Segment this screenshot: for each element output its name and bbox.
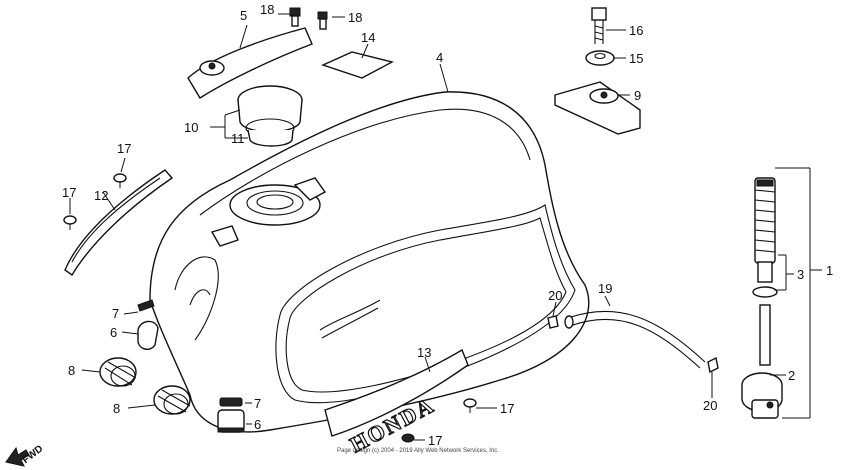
tank-side-trim-strip — [64, 169, 174, 277]
fuel-tank — [149, 91, 590, 433]
fuel-cock-assembly — [741, 177, 783, 419]
callout-1: 1 — [826, 263, 833, 278]
copyright-notice: Page design (c) 2004 - 2019 Ally Web Net… — [337, 448, 499, 454]
callout-14: 14 — [361, 30, 375, 45]
fuel-cap — [237, 85, 303, 147]
tank-mount-rubber — [554, 81, 641, 135]
callout-12: 12 — [94, 188, 108, 203]
screw-17-d — [401, 433, 415, 443]
callout-8-upper: 8 — [68, 363, 75, 378]
callout-13: 13 — [417, 345, 431, 360]
callout-11: 11 — [231, 131, 245, 146]
fuel-tube — [564, 310, 706, 369]
clip-7-upper — [137, 299, 155, 312]
screw-17-a — [113, 173, 127, 188]
leader-lines — [69, 13, 822, 441]
knee-rubber-6-upper — [137, 320, 159, 350]
callout-17-top: 17 — [117, 141, 131, 156]
callout-7-lower: 7 — [254, 396, 261, 411]
screw-17-c — [463, 398, 477, 413]
callout-4: 4 — [436, 50, 443, 65]
tube-clip-20-right — [707, 356, 719, 374]
callout-20-left: 20 — [548, 288, 562, 303]
screw-18-right — [317, 11, 328, 30]
knee-rubber-6-lower — [217, 409, 245, 433]
bolt-16 — [591, 7, 607, 44]
callout-3: 3 — [797, 267, 804, 282]
callout-15: 15 — [629, 51, 643, 66]
callout-16: 16 — [629, 23, 643, 38]
callout-20-bottom: 20 — [703, 398, 717, 413]
callout-17-right: 17 — [500, 401, 514, 416]
callout-17-left: 17 — [62, 185, 76, 200]
fwd-label: FWD — [21, 443, 46, 466]
callout-8-lower: 8 — [113, 401, 120, 416]
callout-17-bottom: 17 — [428, 433, 442, 448]
callout-6-lower: 6 — [254, 417, 261, 432]
callout-19: 19 — [598, 281, 612, 296]
forward-direction-indicator: FWD — [5, 443, 46, 467]
callout-18-left: 18 — [260, 2, 274, 17]
cap-hinge-bracket — [187, 27, 313, 99]
fuel-strainer-cup-8-upper — [99, 357, 137, 387]
callout-6-upper: 6 — [110, 325, 117, 340]
seal-sheet — [321, 51, 394, 79]
callout-labels: 1 2 3 4 5 6 6 7 7 8 8 9 10 11 12 13 14 1… — [62, 2, 833, 448]
tube-clip-20-left — [547, 315, 559, 329]
screw-17-b — [63, 215, 77, 230]
callout-18-right: 18 — [348, 10, 362, 25]
callout-2: 2 — [788, 368, 795, 383]
forward-arrow-icon — [5, 446, 30, 467]
callout-7-upper: 7 — [112, 306, 119, 321]
fuel-strainer-cup-8-lower — [153, 385, 191, 415]
callout-10: 10 — [184, 120, 198, 135]
callout-5: 5 — [240, 8, 247, 23]
washer-15 — [585, 50, 615, 66]
callout-9: 9 — [634, 88, 641, 103]
screw-18-left — [289, 7, 301, 27]
clip-7-lower — [219, 397, 243, 407]
